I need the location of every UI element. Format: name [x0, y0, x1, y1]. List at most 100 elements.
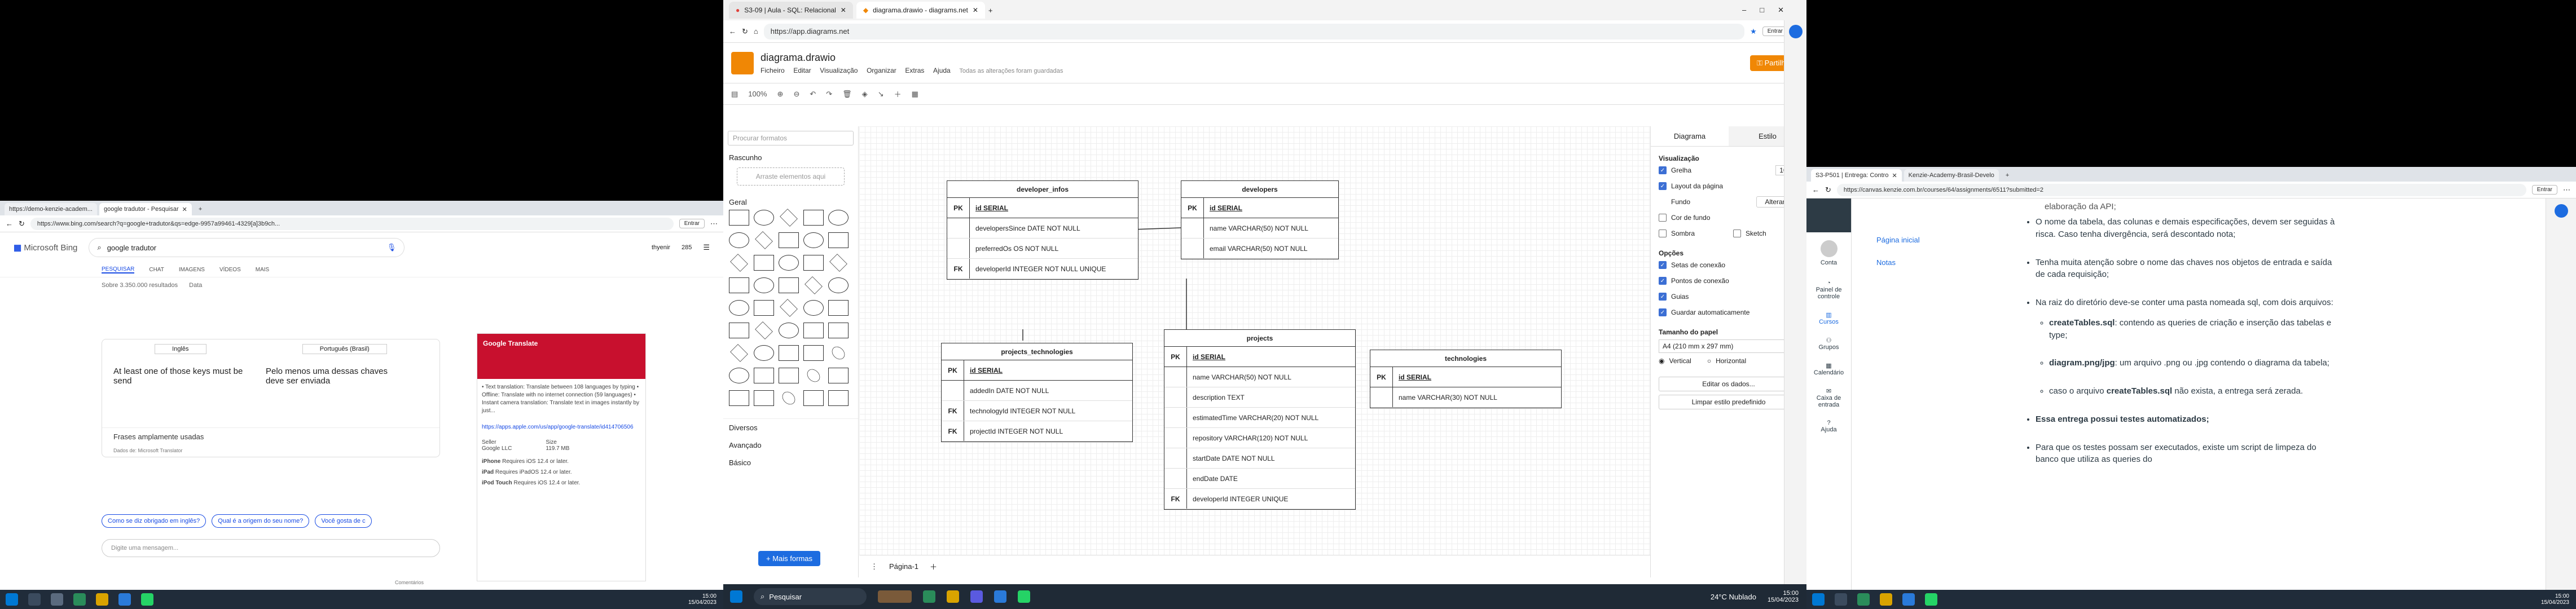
section-advanced[interactable]: Avançado [729, 441, 762, 449]
palette-shape[interactable] [729, 368, 749, 383]
palette-shape[interactable] [828, 277, 849, 293]
table-row[interactable]: endDate DATE [1164, 469, 1355, 489]
palette-shape[interactable] [803, 232, 824, 248]
nav-calendar[interactable]: ▦Calendário [1806, 356, 1851, 382]
user-name[interactable]: thyenir [651, 244, 670, 251]
table-header[interactable]: technologies [1370, 350, 1561, 367]
doc-title[interactable]: diagrama.drawio [761, 51, 836, 63]
folder-icon[interactable] [947, 590, 959, 603]
palette-shape[interactable] [729, 210, 749, 226]
weather[interactable]: 24°C Nublado [1710, 592, 1756, 601]
palette-shape[interactable] [779, 323, 799, 338]
page-view-option[interactable]: ✓Layout da página [1659, 178, 1799, 194]
bg-color-option[interactable]: Cor de fundo [1659, 210, 1799, 226]
tab-bing[interactable]: google tradutor - Pesquisar✕ [99, 203, 192, 215]
palette-shape[interactable] [729, 232, 749, 248]
nav-images[interactable]: IMAGENS [178, 267, 205, 273]
table-row[interactable]: addedIn DATE NOT NULL [942, 381, 1132, 401]
palette-shape[interactable] [828, 323, 849, 338]
source-text[interactable]: At least one of those keys must be send [113, 367, 243, 386]
palette-shape[interactable] [805, 276, 823, 294]
add-page-icon[interactable]: ＋ [930, 563, 938, 571]
menu-extras[interactable]: Extras [905, 66, 925, 74]
portrait-radio[interactable]: ◉ [1659, 357, 1665, 365]
table-row[interactable]: estimatedTime VARCHAR(20) NOT NULL [1164, 408, 1355, 428]
palette-shape[interactable] [828, 232, 849, 248]
palette-shape[interactable] [729, 390, 749, 406]
bing-chat-icon[interactable] [2554, 204, 2568, 218]
palette-shape[interactable] [779, 255, 799, 271]
teams-icon[interactable] [970, 590, 983, 603]
sketch-checkbox[interactable] [1733, 230, 1742, 237]
card-title[interactable]: Google Translate [477, 334, 645, 379]
zoom-out-icon[interactable]: ⊖ [793, 89, 800, 98]
table-row[interactable]: name VARCHAR(50) NOT NULL [1164, 367, 1355, 387]
zoom-in-icon[interactable]: ⊕ [777, 89, 784, 98]
mic-icon[interactable]: 🎙 [386, 243, 397, 251]
palette-shape[interactable] [754, 368, 774, 383]
nav-account[interactable]: Conta [1806, 232, 1851, 274]
menu-help[interactable]: Ajuda [933, 66, 951, 74]
hamburger-icon[interactable]: ☰ [703, 243, 710, 251]
edge-icon[interactable] [1857, 593, 1870, 606]
palette-shape[interactable] [729, 300, 749, 316]
target-lang[interactable]: Português (Brasil) [302, 344, 387, 354]
back-icon[interactable]: ← [6, 219, 13, 228]
bing-logo[interactable]: ▦ Microsoft Bing [14, 243, 78, 253]
table-row[interactable]: preferredOs OS NOT NULL [947, 239, 1138, 259]
tab-entrega[interactable]: S3-P501 | Entrega: Contro✕ [1811, 169, 1902, 182]
search-icon[interactable] [28, 593, 41, 606]
search-icon[interactable] [1835, 593, 1847, 606]
table-header[interactable]: developer_infos [947, 181, 1138, 198]
palette-shape[interactable] [803, 345, 824, 361]
suggestion-chip[interactable]: Qual é a origem do seu nome? [212, 514, 310, 528]
option-connection-arrows[interactable]: ✓Setas de conexão [1659, 257, 1799, 273]
palette-shape[interactable] [803, 300, 824, 316]
palette-shape[interactable] [780, 299, 798, 317]
reward-points[interactable]: 285 [681, 244, 692, 251]
menu-icon[interactable]: ⋯ [2563, 185, 2570, 194]
suggestion-chip[interactable]: Você gosta de c [315, 514, 372, 528]
menu-icon[interactable]: ⋯ [710, 219, 718, 228]
option-connection-points[interactable]: ✓Pontos de conexão [1659, 273, 1799, 289]
new-tab-button[interactable]: + [198, 206, 203, 213]
new-tab-button[interactable]: + [2005, 172, 2010, 179]
url-field[interactable]: https://app.diagrams.net [763, 23, 1745, 39]
scratchpad-heading[interactable]: Rascunho [729, 153, 762, 162]
home-icon[interactable]: ⌂ [753, 27, 758, 36]
windows-icon[interactable] [1812, 593, 1825, 606]
redo-icon[interactable]: ↷ [826, 89, 833, 98]
close-icon[interactable]: ✕ [182, 206, 187, 213]
suggestion-chip[interactable]: Como se diz obrigado em inglês? [102, 514, 206, 528]
back-icon[interactable]: ← [1812, 186, 1819, 194]
whatsapp-icon[interactable] [1925, 593, 1937, 606]
palette-shape[interactable] [779, 232, 799, 248]
folder-icon[interactable] [1880, 593, 1892, 606]
section-misc[interactable]: Diversos [723, 418, 858, 436]
scratchpad-drop[interactable]: Arraste elementos aqui [737, 167, 845, 186]
nav-dashboard[interactable]: ◔Painel de controle [1806, 274, 1851, 306]
refresh-icon[interactable]: ↻ [19, 219, 25, 228]
table-row[interactable]: startDate DATE NOT NULL [1164, 448, 1355, 469]
delete-icon[interactable]: 🗑 [842, 89, 852, 98]
whatsapp-icon[interactable] [141, 593, 153, 606]
pages-icon[interactable]: ▤ [731, 89, 738, 98]
table-row[interactable]: name VARCHAR(50) NOT NULL [1181, 218, 1338, 239]
menu-arrange[interactable]: Organizar [867, 66, 896, 74]
menu-edit[interactable]: Editar [793, 66, 811, 74]
option-guides[interactable]: ✓Guias [1659, 289, 1799, 304]
menu-view[interactable]: Visualização [820, 66, 858, 74]
phrases[interactable]: Frases amplamente usadas [102, 427, 439, 441]
windows-icon[interactable] [730, 590, 742, 603]
nav-inbox[interactable]: ✉Caixa de entrada [1806, 382, 1851, 414]
palette-shape[interactable] [803, 210, 824, 226]
